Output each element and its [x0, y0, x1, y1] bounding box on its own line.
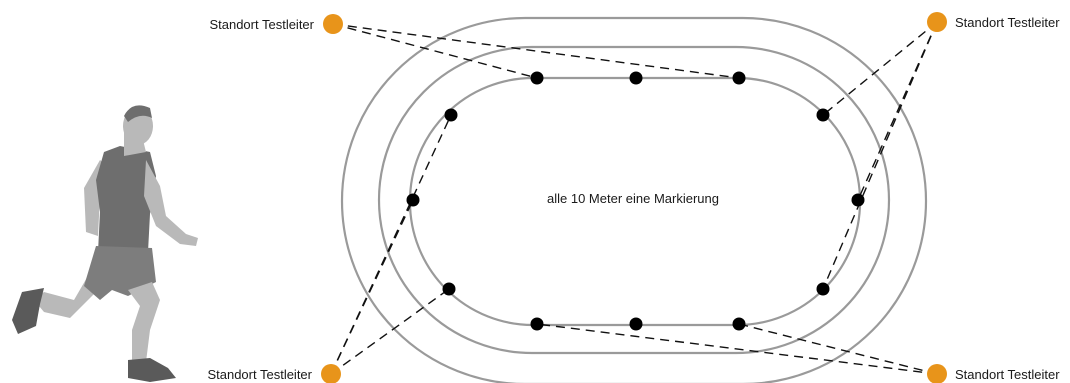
- runner-figure-icon: [12, 105, 198, 382]
- station-top-right: Standort Testleiter: [927, 12, 1060, 32]
- marker-top-1: [530, 71, 544, 85]
- sightline-bl-3: [330, 288, 450, 375]
- runner-back-leg: [34, 262, 100, 318]
- runner-front-leg: [128, 282, 160, 364]
- sightline-tl-2: [332, 23, 740, 79]
- runner-shorts: [84, 246, 156, 300]
- sightline-tr-2: [857, 21, 938, 201]
- marker-left-2: [406, 193, 420, 207]
- sightline-tr-3: [822, 21, 938, 290]
- sightline-br-2: [738, 323, 938, 375]
- station-label-bottom-right: Standort Testleiter: [955, 367, 1060, 382]
- sight-lines: [330, 21, 938, 375]
- marker-right-3: [816, 282, 830, 296]
- station-circle-icon: [323, 14, 343, 34]
- marker-left-3: [444, 108, 458, 122]
- marker-right-2: [851, 193, 865, 207]
- station-top-left: Standort Testleiter: [209, 14, 343, 34]
- station-label-top-left: Standort Testleiter: [209, 17, 314, 32]
- track-markers: [406, 71, 865, 331]
- station-circle-icon: [321, 364, 341, 383]
- runner-hair: [124, 105, 152, 122]
- track-outer-lane: [340, 16, 928, 383]
- station-label-bottom-left: Standort Testleiter: [207, 367, 312, 382]
- station-bottom-left: Standort Testleiter: [207, 364, 341, 383]
- runner-front-shoe: [128, 358, 176, 382]
- runner-front-arm: [144, 160, 198, 246]
- sightline-br-1: [536, 323, 938, 375]
- station-circle-icon: [927, 364, 947, 383]
- marker-bottom-1: [732, 317, 746, 331]
- marker-top-2: [629, 71, 643, 85]
- track-middle-lane: [377, 45, 891, 355]
- station-circle-icon: [927, 12, 947, 32]
- station-bottom-right: Standort Testleiter: [927, 364, 1060, 383]
- marker-bottom-3: [530, 317, 544, 331]
- sightline-tr-1: [822, 21, 938, 116]
- sightline-tl-1: [332, 23, 538, 79]
- marker-right-1: [816, 108, 830, 122]
- marker-bottom-2: [629, 317, 643, 331]
- sightline-bl-2: [330, 199, 414, 375]
- marker-top-3: [732, 71, 746, 85]
- runner-back-shoe: [12, 288, 44, 334]
- station-label-top-right: Standort Testleiter: [955, 15, 1060, 30]
- center-label: alle 10 Meter eine Markierung: [547, 191, 719, 206]
- marker-left-1: [442, 282, 456, 296]
- runner-shirt: [96, 146, 156, 252]
